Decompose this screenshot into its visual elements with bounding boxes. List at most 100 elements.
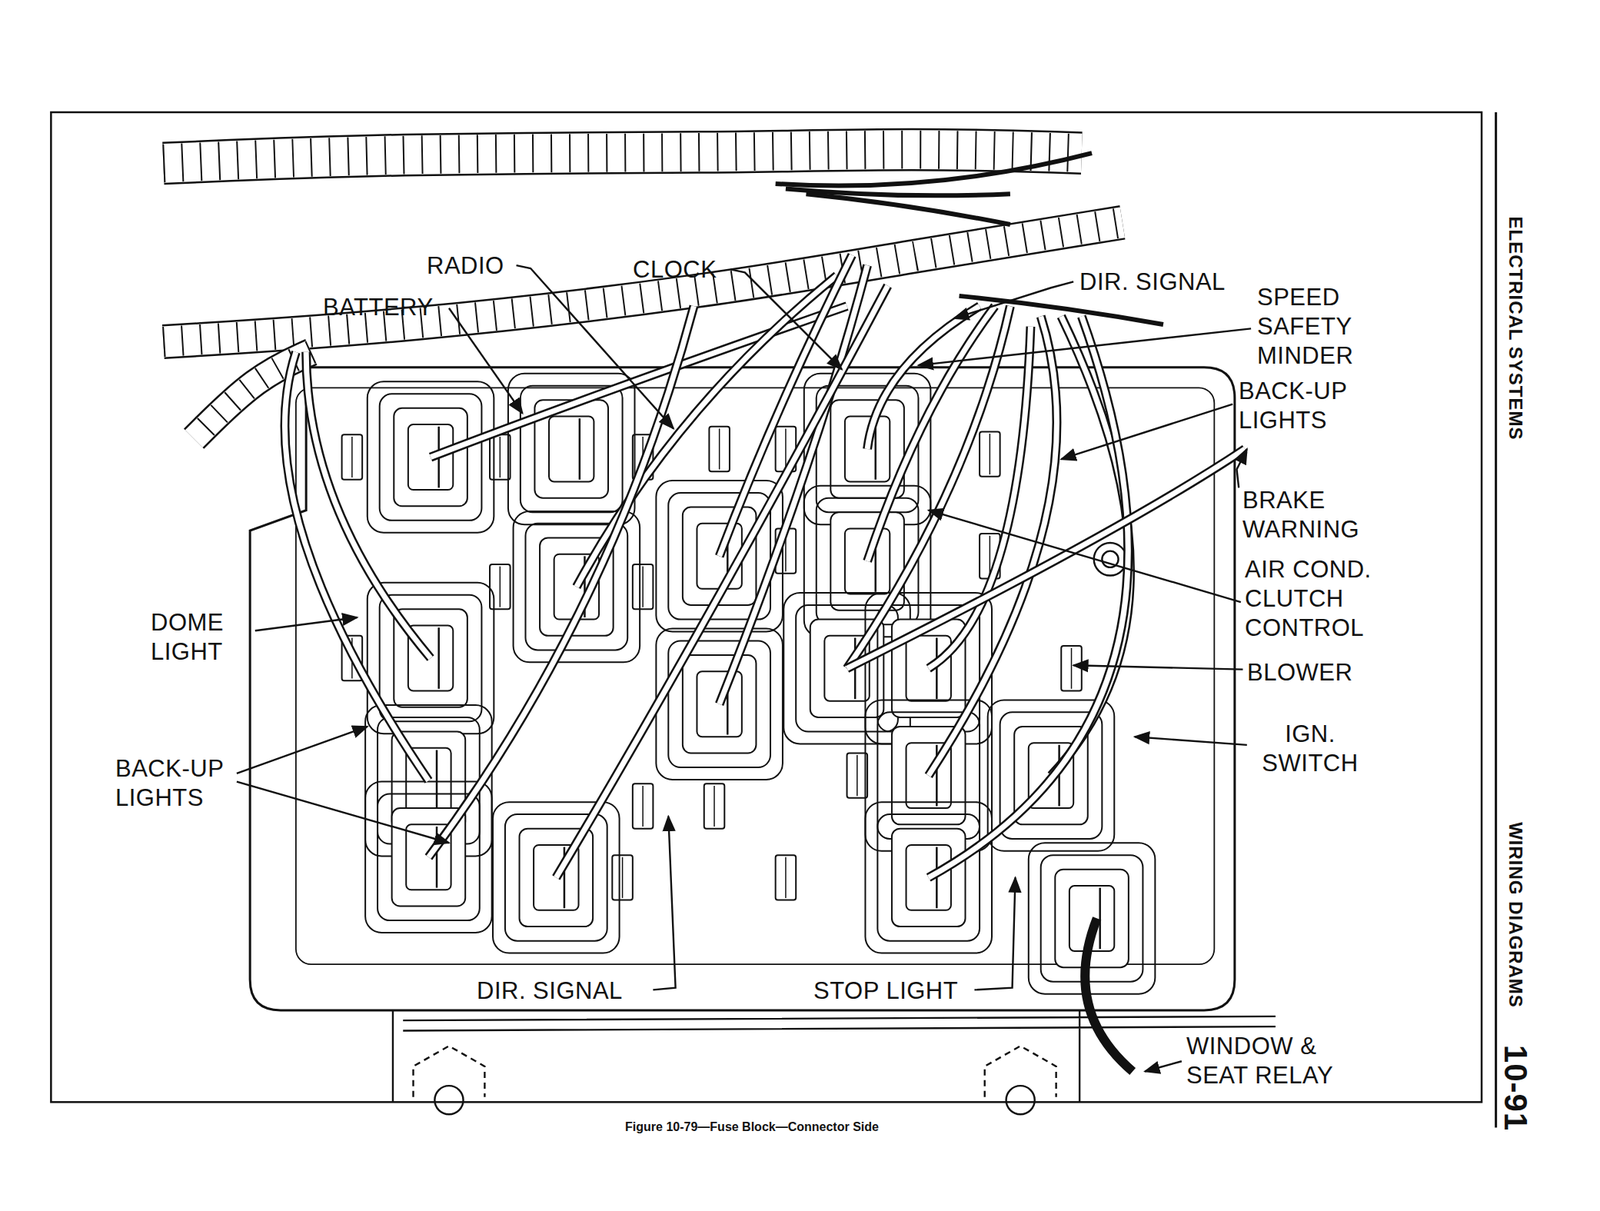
fuse-clip xyxy=(775,854,797,900)
leader-line xyxy=(974,877,1015,990)
bolt-head xyxy=(434,1085,463,1115)
wire-fill xyxy=(284,352,429,781)
connector-socket xyxy=(508,373,636,525)
fuse-clip xyxy=(612,854,633,900)
wire xyxy=(719,265,868,705)
fuse-block-body xyxy=(249,367,1235,1011)
harness-top-wrap xyxy=(162,149,1082,164)
callout-label: BRAKE WARNING xyxy=(1242,485,1404,545)
page-header: 10-91 xyxy=(1496,1044,1534,1131)
leader-line xyxy=(730,269,842,370)
mount-hole xyxy=(1094,542,1127,576)
callout-label: DIR. SIGNAL xyxy=(1079,267,1226,297)
fuse-clip xyxy=(856,755,859,796)
callout-label: BLOWER xyxy=(1247,658,1353,688)
leader-line xyxy=(516,265,674,429)
connector-socket xyxy=(877,711,980,839)
wire xyxy=(430,306,847,457)
fuse-clip xyxy=(641,785,644,827)
leader-line xyxy=(954,281,1074,319)
terminal xyxy=(696,671,742,737)
connector-socket xyxy=(864,801,992,953)
callout-label: BACK-UP LIGHTS xyxy=(1238,376,1378,436)
bolt-hex xyxy=(984,1045,1057,1097)
callout-label: WINDOW & SEAT RELAY xyxy=(1186,1031,1356,1091)
fuse-clip xyxy=(713,785,716,827)
wire xyxy=(1084,918,1133,1072)
fuse-clip xyxy=(785,857,787,899)
wire-fill xyxy=(428,306,694,858)
fuse-clip xyxy=(351,436,353,478)
terminal xyxy=(844,528,890,594)
wire-fill xyxy=(928,316,1058,776)
connector-socket xyxy=(519,828,594,927)
connector-socket xyxy=(891,828,966,927)
connector-socket xyxy=(877,814,980,942)
terminal-blade xyxy=(435,749,439,812)
wire-fill xyxy=(719,255,853,557)
callout-label: BACK-UP LIGHTS xyxy=(115,754,254,813)
bolt-hex xyxy=(413,1045,486,1097)
wire-fill xyxy=(555,286,888,879)
connector-socket xyxy=(682,655,757,753)
connector-socket xyxy=(1041,854,1144,982)
leader-line xyxy=(1144,1061,1182,1072)
leader-line xyxy=(236,781,450,844)
wire-fill xyxy=(719,265,868,705)
wire-fill xyxy=(430,306,847,457)
wire-fill xyxy=(928,316,1129,878)
fuse-clip xyxy=(704,783,726,829)
callout-label: SPEED SAFETY MINDER xyxy=(1257,282,1404,371)
wire-fill xyxy=(847,306,1011,669)
fuse-clip xyxy=(499,436,502,478)
fuse-clip xyxy=(989,535,992,577)
harness-top-fill xyxy=(162,149,1082,164)
fuse-clip xyxy=(342,434,363,480)
connector-socket xyxy=(795,605,899,732)
wire xyxy=(719,255,853,557)
terminal-blade xyxy=(1098,888,1102,950)
fuse-clip xyxy=(1061,645,1082,691)
fuse-clip xyxy=(1071,648,1073,689)
leader-line xyxy=(652,816,676,991)
leader-line xyxy=(1061,404,1233,460)
terminal-blade xyxy=(435,826,439,889)
wire xyxy=(847,449,1246,669)
callout-label: IGN. SWITCH xyxy=(1248,719,1372,779)
fuse-clip xyxy=(979,431,1001,476)
wire-fill xyxy=(306,352,431,659)
callout-label: RADIO xyxy=(426,251,505,281)
harness-top xyxy=(162,149,1082,164)
leader-line xyxy=(928,510,1241,603)
fuse-clip xyxy=(718,428,721,470)
wire xyxy=(928,316,1058,776)
fuse-clip xyxy=(847,752,869,798)
callout-label: CLOCK xyxy=(632,255,717,285)
fuse-clip xyxy=(641,566,644,608)
fuse-clip xyxy=(489,434,511,480)
margin-rule xyxy=(1494,112,1497,1128)
frame xyxy=(50,112,1482,1102)
fuse-clip xyxy=(708,426,730,472)
wire xyxy=(928,316,1129,878)
loose-wire xyxy=(775,153,1092,186)
leader-line xyxy=(255,617,358,631)
leader-line xyxy=(1073,665,1243,669)
leader-line xyxy=(1134,736,1248,746)
wire-fill xyxy=(847,449,1246,669)
wire xyxy=(284,352,429,781)
terminal xyxy=(906,635,952,702)
callout-label: DIR. SIGNAL xyxy=(476,976,623,1006)
page-header: ELECTRICAL SYSTEMS xyxy=(1504,216,1527,441)
fuse-clip xyxy=(632,564,654,609)
bolt-head xyxy=(1006,1085,1035,1115)
fuse-clip xyxy=(785,428,787,470)
callout-label: DOME LIGHT xyxy=(150,608,251,667)
terminal xyxy=(906,844,952,911)
wire xyxy=(428,306,694,858)
callout-label: STOP LIGHT xyxy=(813,976,959,1006)
leader-line xyxy=(449,308,523,414)
wire xyxy=(555,286,888,879)
